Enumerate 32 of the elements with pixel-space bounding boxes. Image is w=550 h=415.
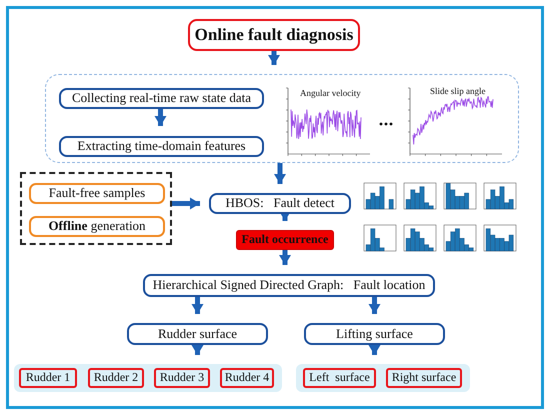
process-box: Lifting surface [304,323,445,345]
arrow [368,297,380,314]
component-box: Right surface [386,368,462,388]
component-box: Rudder 1 [19,368,77,388]
flowchart-title-box: Online fault diagnosis [188,19,360,51]
arrow [274,163,286,184]
arrow [368,345,380,355]
component-box: Left surface [303,368,376,388]
plot-title: Angular velocity [300,88,361,98]
component-box: Rudder 3 [154,368,210,388]
arrow [192,297,204,314]
process-box: HBOS: Fault detect [209,193,351,214]
dashed-group-box [45,74,519,163]
arrow [192,345,204,355]
arrow [279,250,291,265]
input-box: Fault-free samples [29,183,165,204]
arrow [268,51,280,65]
input-box: Offline generation [29,216,165,237]
arrow [279,211,291,221]
component-box: Rudder 2 [88,368,144,388]
process-box: Rudder surface [127,323,268,345]
process-box: Extracting time-domain features [59,136,264,157]
process-box: Collecting real-time raw state data [59,88,264,109]
result-box: Fault occurrence [236,230,334,250]
group-band [296,364,470,392]
group-band [14,364,282,392]
arrow [154,108,166,126]
component-box: Rudder 4 [220,368,274,388]
process-box: Hierarchical Signed Directed Graph: Fault location [143,274,435,297]
dashed-group-box [20,172,172,245]
plot-title: Slide slip angle [430,86,486,96]
arrow [172,198,200,210]
